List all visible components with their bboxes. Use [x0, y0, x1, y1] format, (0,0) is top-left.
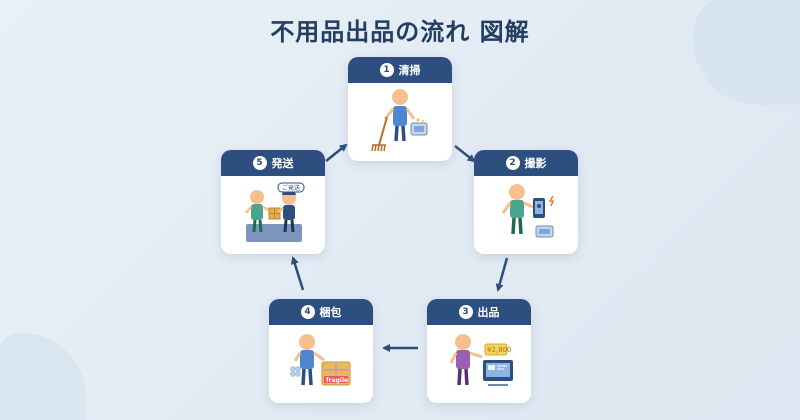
- listing-person-icon: ¥2,800: [449, 334, 513, 386]
- step-header: 5 発送: [221, 150, 325, 176]
- step-number: 1: [379, 63, 394, 77]
- fragile-label: fragile: [326, 377, 348, 384]
- step-label: 発送: [271, 157, 294, 170]
- step-header: 1 清掃: [348, 57, 452, 83]
- step-card-shipping: 5 発送 ご発送: [221, 150, 325, 254]
- price-tag: ¥2,800: [487, 346, 512, 354]
- step-label: 撮影: [524, 157, 547, 170]
- step-card-cleaning: 1 清掃: [348, 57, 452, 161]
- page-title: 不用品出品の流れ 図解: [270, 18, 530, 46]
- step-label: 清掃: [398, 64, 421, 77]
- packing-person-icon: fragile: [290, 334, 351, 386]
- photographing-person-icon: [501, 184, 555, 238]
- step-label: 出品: [477, 306, 500, 319]
- step-label: 梱包: [319, 306, 342, 319]
- step-card-photographing: 2 撮影: [474, 150, 578, 254]
- shipping-person-icon: ご発送: [245, 182, 305, 242]
- step-header: 4 梱包: [269, 299, 373, 325]
- arrow-2-to-3: [495, 257, 509, 292]
- arrow-4-to-5: [290, 256, 305, 291]
- step-card-packing: 4 梱包 fragile: [269, 299, 373, 403]
- step-card-listing: 3 出品 ¥2,800: [427, 299, 531, 403]
- step-number: 5: [252, 156, 267, 170]
- speech-bubble: ご発送: [282, 184, 300, 192]
- step-number: 2: [505, 156, 520, 170]
- step-header: 3 出品: [427, 299, 531, 325]
- step-number: 4: [300, 305, 315, 319]
- step-header: 2 撮影: [474, 150, 578, 176]
- arrow-1-to-2: [454, 145, 476, 163]
- cleaning-person-icon: [371, 89, 428, 152]
- step-number: 3: [458, 305, 473, 319]
- arrow-5-to-1: [325, 143, 348, 162]
